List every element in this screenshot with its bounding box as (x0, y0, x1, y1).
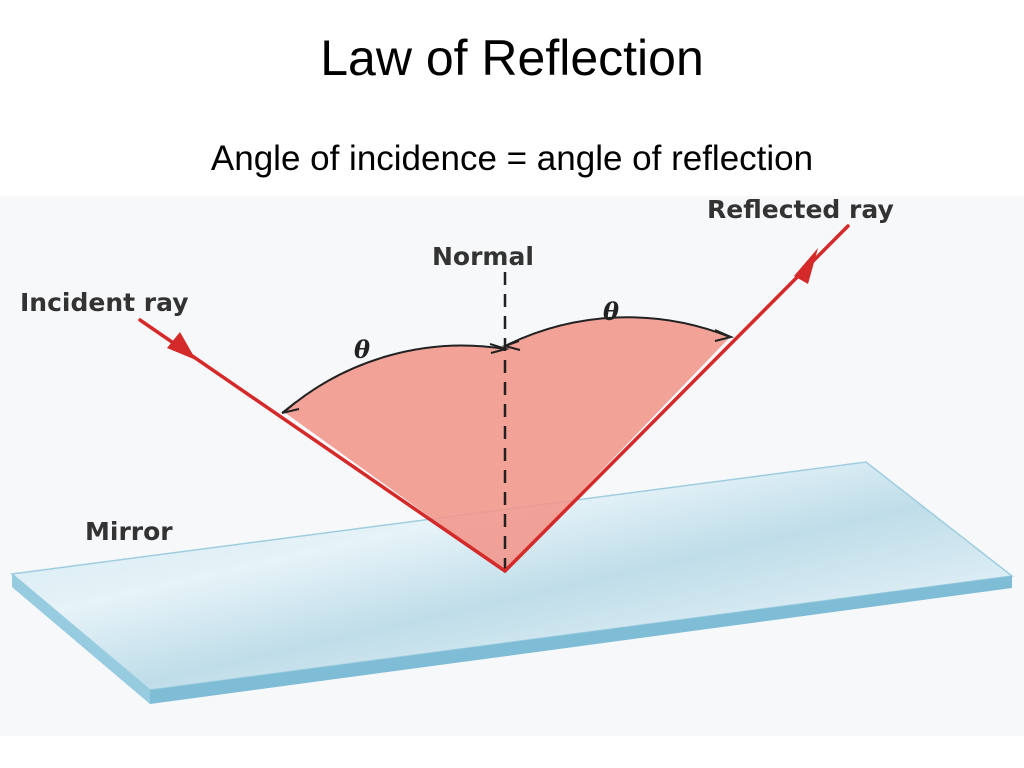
incidence-angle-wedge (284, 345, 505, 571)
reflected-ray-label: Reflected ray (707, 196, 894, 224)
reflection-diagram: Normal Incident ray Reflected ray Mirror… (0, 196, 1024, 736)
incident-ray (138, 318, 507, 573)
normal-label: Normal (432, 242, 534, 271)
mirror-label: Mirror (85, 517, 173, 546)
reflected-ray (503, 224, 850, 573)
reflected-ray-arrowhead (794, 248, 818, 284)
incident-ray-label: Incident ray (20, 288, 189, 317)
reflection-angle-label: θ (603, 297, 619, 326)
slide-title: Law of Reflection (320, 30, 704, 86)
reflection-angle-wedge (505, 317, 730, 571)
slide-subtitle: Angle of incidence = angle of reflection (210, 139, 814, 178)
mirror-front-edge (150, 576, 1012, 704)
incidence-angle-label: θ (354, 335, 370, 364)
mirror (10, 461, 1014, 704)
incident-ray-arrowhead (167, 332, 196, 360)
mirror-side-edge (12, 574, 150, 704)
